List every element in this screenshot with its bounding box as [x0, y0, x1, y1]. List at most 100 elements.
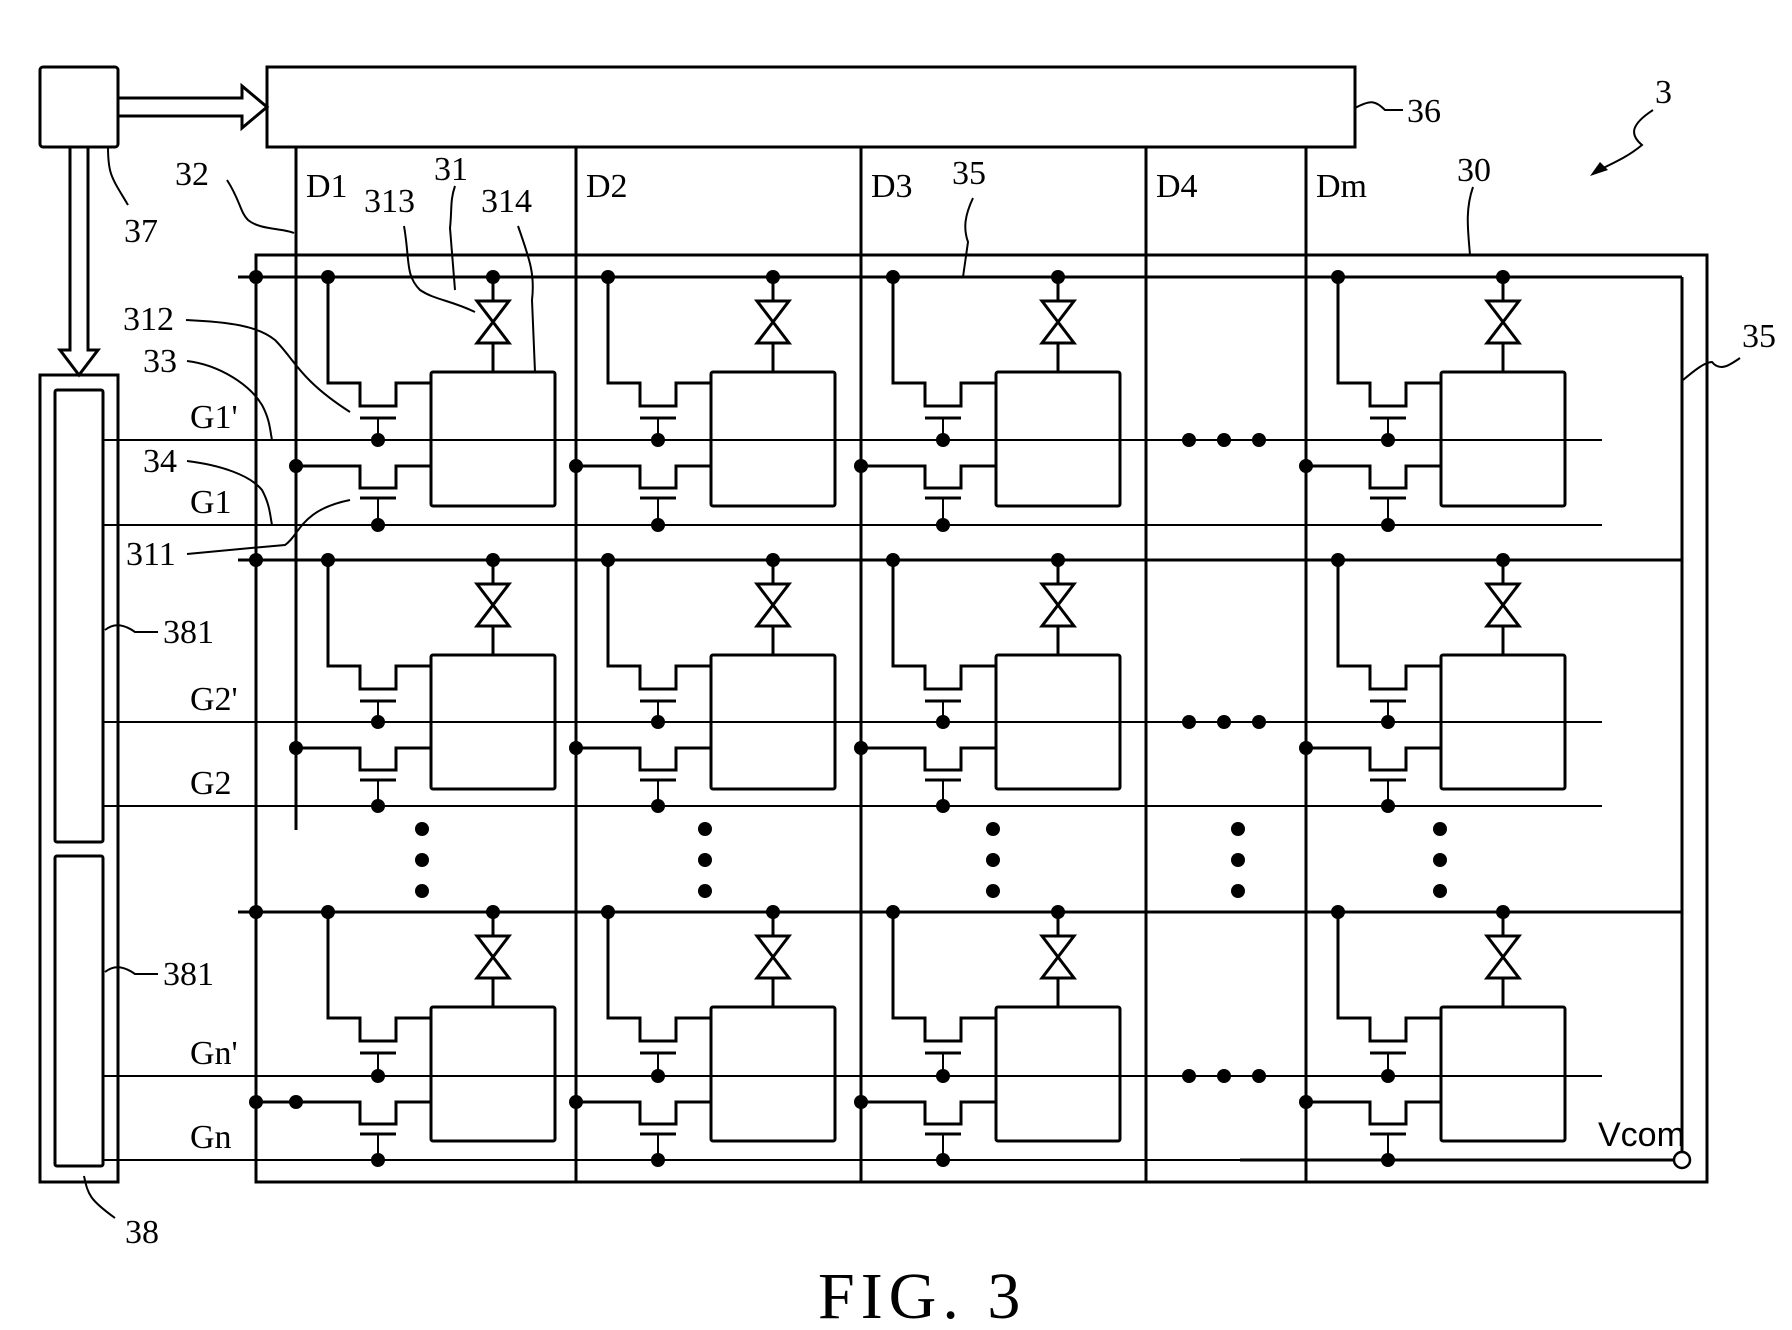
tft-second-channel	[576, 466, 711, 488]
ellipsis-dot	[698, 822, 712, 836]
pixel-element-box	[996, 1007, 1120, 1141]
tft-second-channel	[861, 1102, 996, 1124]
leader-30	[1468, 187, 1473, 255]
tft-first-channel	[1338, 912, 1441, 1041]
tft-first-channel	[328, 560, 431, 689]
label-panel-numeral: 30	[1457, 152, 1491, 189]
tft-second-channel	[296, 466, 431, 488]
ellipsis-dot	[1231, 884, 1245, 898]
tft-second-gate-node	[936, 518, 950, 532]
tft-second-channel	[861, 748, 996, 770]
leader-31	[450, 186, 455, 290]
data-line-node	[854, 459, 868, 473]
label-pixel-element-numeral: 314	[481, 183, 532, 220]
data-line-node	[569, 1095, 583, 1109]
label-gate-driver-sub-bottom: 381	[163, 956, 214, 993]
tft-second-channel	[296, 748, 431, 770]
label-tft-first-numeral: 312	[123, 301, 174, 338]
pixel-element-box	[1441, 1007, 1565, 1141]
data-line-node	[1299, 1095, 1313, 1109]
label-gate-driver-numeral: 38	[125, 1214, 159, 1251]
tft-first-gate-node	[371, 1069, 385, 1083]
ellipsis-dot	[1252, 1069, 1266, 1083]
ellipsis-dot	[1182, 1069, 1196, 1083]
arrow-controller-to-gate-driver	[60, 147, 98, 375]
label-gate-driver-sub-top: 381	[163, 614, 214, 651]
tft-second-channel	[1306, 748, 1441, 770]
switch-icon	[757, 301, 789, 343]
ellipsis-dot	[1433, 853, 1447, 867]
data-line-node	[569, 741, 583, 755]
ellipsis-dot	[1433, 822, 1447, 836]
gate-driver-sub-block-2	[55, 856, 103, 1166]
pixel-element-box	[711, 1007, 835, 1141]
common-line-left-node	[249, 905, 263, 919]
data-line-node	[289, 459, 303, 473]
tft-second-gate-node	[1381, 518, 1395, 532]
common-line-left-node	[249, 553, 263, 567]
tft-first-channel	[1338, 560, 1441, 689]
switch-icon	[477, 584, 509, 626]
data-line-label-dm: Dm	[1316, 168, 1367, 205]
leader-35-right	[1683, 358, 1740, 380]
arrow-controller-to-data-driver	[118, 86, 267, 128]
tft-first-channel	[893, 560, 996, 689]
tft-first-gate-node	[1381, 1069, 1395, 1083]
tft-second-channel	[576, 748, 711, 770]
leader-37	[108, 147, 128, 205]
label-controller-numeral: 37	[124, 213, 158, 250]
switch-icon	[477, 301, 509, 343]
gate-driver-sub-block-1	[55, 390, 103, 842]
label-tft-second-numeral: 311	[126, 536, 176, 573]
data-line-node	[854, 741, 868, 755]
ellipsis-dot	[415, 822, 429, 836]
switch-icon	[757, 936, 789, 978]
tft-second-gate-node	[1381, 799, 1395, 813]
ellipsis-dot	[986, 853, 1000, 867]
switch-icon	[477, 936, 509, 978]
ellipsis-dot	[1231, 822, 1245, 836]
figure-caption: FIG. 3	[818, 1260, 1026, 1330]
switch-icon	[1042, 936, 1074, 978]
leader-381-bottom	[105, 967, 158, 974]
data-driver-block	[267, 67, 1355, 147]
label-vcom: Vcom	[1598, 1116, 1685, 1154]
ellipsis-dot	[698, 884, 712, 898]
ellipsis-dot	[1217, 433, 1231, 447]
tft-first-channel	[1338, 277, 1441, 406]
ellipsis-dot	[415, 853, 429, 867]
leader-32	[227, 180, 294, 233]
ellipsis-dot	[986, 884, 1000, 898]
ellipsis-dot	[1217, 715, 1231, 729]
data-line-label-d2: D2	[586, 168, 628, 205]
data-line-node	[289, 741, 303, 755]
gate-line-label-primary-2: G2'	[190, 681, 238, 718]
tft-first-channel	[608, 560, 711, 689]
data-line-node	[1299, 741, 1313, 755]
leader-35-top	[963, 198, 973, 277]
data-line-label-d4: D4	[1156, 168, 1198, 205]
tft-first-channel	[893, 277, 996, 406]
switch-icon	[1487, 936, 1519, 978]
ellipsis-dot	[415, 884, 429, 898]
arrow-3-head	[1590, 162, 1608, 176]
tft-first-gate-node	[651, 1069, 665, 1083]
label-gate-line-secondary-numeral: 34	[143, 443, 177, 480]
vcom-terminal-icon	[1674, 1152, 1690, 1168]
tft-first-gate-node	[651, 433, 665, 447]
tft-first-channel	[893, 912, 996, 1041]
label-common-line-top-numeral: 35	[952, 155, 986, 192]
leader-3-arrow	[1595, 110, 1653, 172]
tft-first-gate-node	[936, 715, 950, 729]
ellipsis-dot	[1252, 433, 1266, 447]
ellipsis-dot	[1231, 853, 1245, 867]
leader-36	[1355, 102, 1403, 110]
tft-first-gate-node	[936, 433, 950, 447]
tft-second-gate-node	[1381, 1153, 1395, 1167]
gate-line-label-primary-1: G1'	[190, 399, 238, 436]
tft-first-channel	[328, 277, 431, 406]
tft-first-gate-node	[936, 1069, 950, 1083]
pixel-element-box	[431, 1007, 555, 1141]
tft-second-channel	[861, 466, 996, 488]
